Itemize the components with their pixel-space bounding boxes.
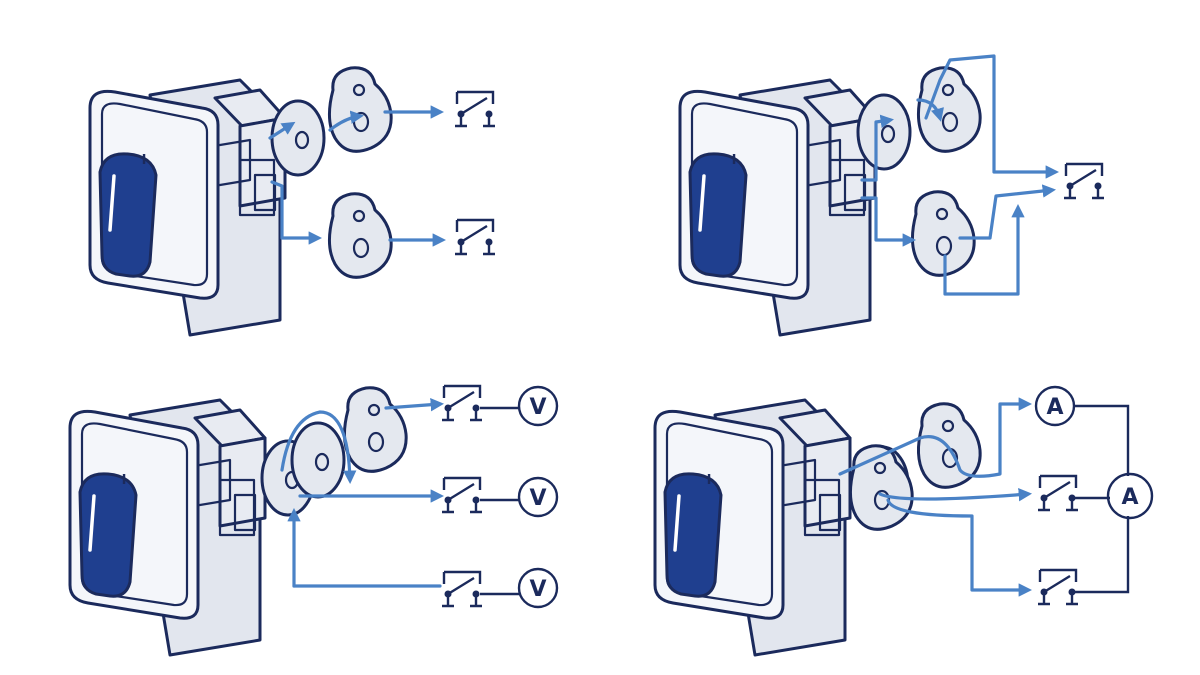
- cam-lower: [327, 192, 393, 279]
- voltmeter: V: [517, 385, 559, 427]
- switch-disc: [856, 93, 912, 171]
- ammeter: A: [1034, 385, 1076, 427]
- flow-arrow: [958, 184, 1057, 240]
- panel-top-right: I: [678, 54, 1106, 337]
- rotary-switch: [678, 78, 877, 337]
- meter-wire: [1074, 404, 1130, 476]
- contact-symbol: [440, 476, 484, 514]
- switch-disc: [270, 99, 326, 177]
- ammeter-label: A: [1046, 395, 1063, 420]
- panel-top-left: I: [88, 66, 497, 337]
- flow-arrow: [924, 54, 1060, 179]
- flow-arrow: [943, 203, 1025, 296]
- flow-arrow: [268, 121, 296, 140]
- flow-arrow: [270, 180, 323, 245]
- dial-mark-label: I: [732, 153, 737, 168]
- contact-symbol: [1062, 162, 1106, 200]
- voltmeter: V: [517, 567, 559, 609]
- flow-arrow: [886, 498, 1033, 597]
- flow-arrow: [280, 410, 357, 485]
- dial-mark-label: I: [142, 153, 147, 168]
- cam-front: [848, 444, 914, 531]
- contact-symbol: [453, 218, 497, 256]
- dial-mark-label: I: [707, 473, 712, 488]
- dial-mark-label: I: [122, 473, 127, 488]
- voltmeter: V: [517, 476, 559, 518]
- flow-arrow: [838, 397, 1033, 478]
- cam-lower: [910, 190, 976, 277]
- flow-arrow: [384, 397, 445, 412]
- panel-bottom-left: I V V V: [68, 384, 559, 657]
- rotary-switch: [653, 398, 852, 657]
- rotary-switch: [68, 398, 267, 657]
- flow-arrow: [860, 196, 917, 247]
- ammeter-label: A: [1121, 485, 1138, 510]
- flow-arrow: [878, 488, 1033, 502]
- ammeter: A: [1106, 472, 1154, 520]
- contact-symbol: [440, 384, 484, 422]
- voltmeter-label: V: [529, 395, 546, 420]
- flow-arrow: [328, 110, 364, 132]
- switch-disc: [290, 421, 346, 499]
- contact-symbol: [1036, 474, 1080, 512]
- voltmeter-label: V: [529, 577, 546, 602]
- rotary-switch: [88, 78, 287, 337]
- flow-arrow: [860, 114, 894, 182]
- contact-symbol: [453, 90, 497, 128]
- voltmeter-label: V: [529, 486, 546, 511]
- meter-wire: [1072, 516, 1130, 594]
- contact-symbol: [1036, 568, 1080, 606]
- cam-upper: [327, 66, 393, 153]
- panel-bottom-right: I A A: [653, 385, 1154, 657]
- cam-upper: [342, 386, 408, 473]
- contact-symbol: [440, 570, 484, 608]
